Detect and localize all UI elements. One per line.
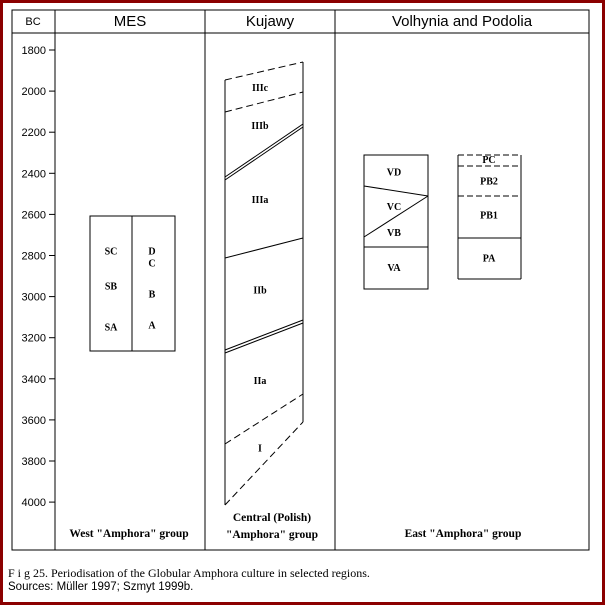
phase-label: SB xyxy=(105,281,118,292)
group-label-central-line2: "Amphora" group xyxy=(226,529,318,541)
boundary-VC-VB xyxy=(363,195,429,238)
axis-ticks: 1800 2000 2200 2400 2600 2800 3000 3200 3400 3600… xyxy=(22,45,55,509)
volhynia-v-box xyxy=(363,154,429,290)
phase-label: IIb xyxy=(253,285,267,296)
axis-tick-label: 2200 xyxy=(22,127,46,139)
phase-label: VC xyxy=(387,202,401,213)
figure-caption: F i g 25. Periodisation of the Globular … xyxy=(8,566,598,594)
column-title-volhynia: Volhynia and Podolia xyxy=(392,13,533,30)
axis-tick-label: 4000 xyxy=(22,497,46,509)
phase-label: PA xyxy=(483,254,496,265)
phase-label: A xyxy=(148,320,156,331)
axis-tick-label: 3000 xyxy=(22,292,46,304)
phase-label: PB1 xyxy=(480,210,498,221)
kujawy-phase-shapes xyxy=(224,61,304,506)
axis-tick-label: 3400 xyxy=(22,374,46,386)
boundary-VD-VC xyxy=(363,185,429,197)
phase-label: IIa xyxy=(254,376,267,387)
caption-figure-text: F i g 25. Periodisation of the Globular … xyxy=(8,566,370,580)
kujawy-boundary-IIIb-IIIa-b xyxy=(224,126,304,181)
column-title-mes: MES xyxy=(114,13,147,30)
axis-tick-label: 2400 xyxy=(22,168,46,180)
kujawy-boundary-IIIa-IIb xyxy=(224,237,304,259)
phase-label: B xyxy=(149,290,156,301)
kujawy-top-dashed xyxy=(224,61,304,81)
kujawy-bottom-dashed xyxy=(224,421,304,506)
phase-label: PC xyxy=(482,155,495,166)
phase-label: IIIa xyxy=(252,195,269,206)
chart-frame xyxy=(11,9,590,551)
phase-label: SA xyxy=(105,322,119,333)
volhynia-v-boxes xyxy=(363,154,429,290)
axis-tick-label: 3200 xyxy=(22,333,46,345)
phase-label: SC xyxy=(105,246,118,257)
phase-label: VA xyxy=(387,263,401,274)
axis-tick-label: 2600 xyxy=(22,209,46,221)
phase-label: IIIc xyxy=(252,83,269,94)
kujawy-boundary-IIb-IIa-a xyxy=(224,319,304,351)
axis-tick-label: 3600 xyxy=(22,415,46,427)
kujawy-boundary-IIa-I xyxy=(224,393,304,445)
phase-label: IIIb xyxy=(251,121,269,132)
phase-label: D xyxy=(148,246,155,257)
kujawy-boundary-IIIb-IIIa-a xyxy=(224,123,304,178)
axis-tick-label: 3800 xyxy=(22,456,46,468)
kujawy-boundary-IIIc-IIIb xyxy=(224,91,304,113)
phase-label: C xyxy=(148,259,155,270)
kujawy-boundary-IIb-IIa-b xyxy=(224,322,304,354)
column-title-kujawy: Kujawy xyxy=(246,13,295,30)
mes-phase-boxes xyxy=(89,215,176,352)
group-label-west: West "Amphora" group xyxy=(69,528,188,540)
caption-sources-text: Sources: Müller 1997; Szmyt 1999b. xyxy=(8,581,194,593)
phase-label: PB2 xyxy=(480,177,498,188)
axis-tick-label: 2000 xyxy=(22,86,46,98)
volhynia-p-boxes xyxy=(457,154,522,280)
group-label-central-line1: Central (Polish) xyxy=(233,512,311,524)
volhynia-v-labels: VD VC VB VA xyxy=(387,167,402,274)
phase-label: VB xyxy=(387,228,401,239)
axis-tick-label: 2800 xyxy=(22,251,46,263)
axis-unit-label: BC xyxy=(25,16,40,28)
mes-phase-labels: SC SB SA DC B A xyxy=(105,246,157,333)
axis-tick-label: 1800 xyxy=(22,45,46,57)
phase-label: VD xyxy=(387,167,401,178)
phase-label: I xyxy=(258,444,262,455)
group-label-east: East "Amphora" group xyxy=(405,528,522,540)
